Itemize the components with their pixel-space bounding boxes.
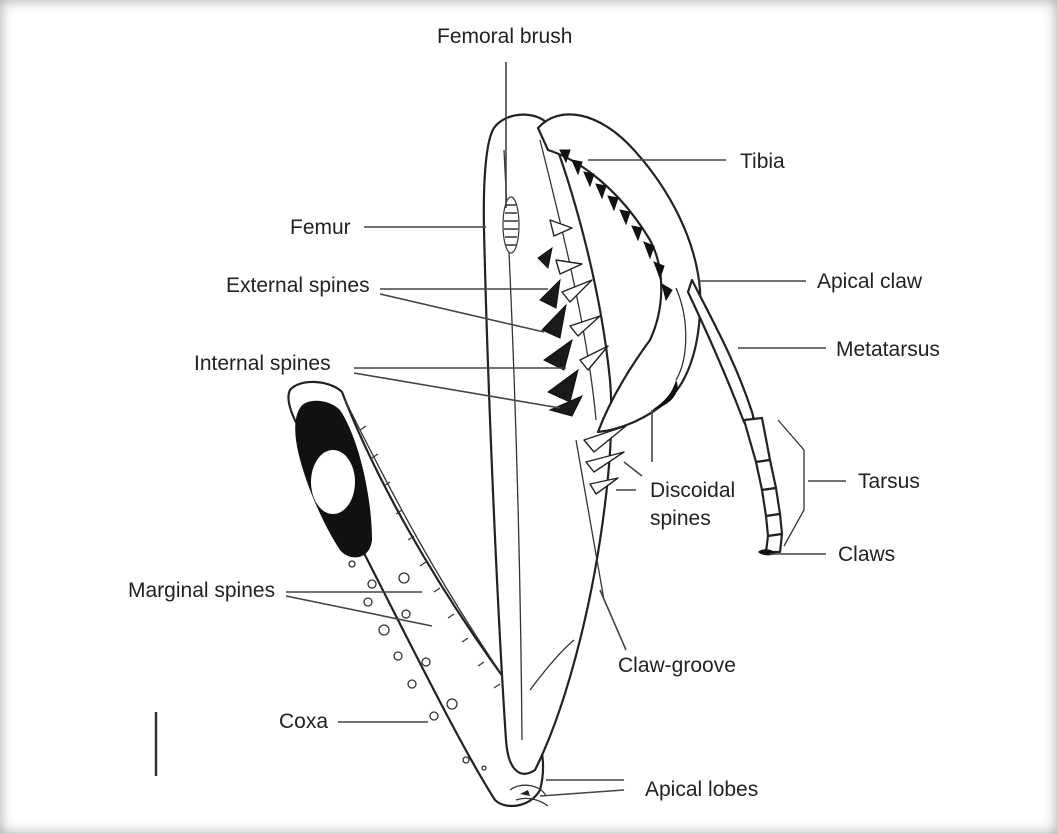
- label-metatarsus: Metatarsus: [836, 338, 940, 361]
- label-femoral-brush: Femoral brush: [437, 25, 572, 48]
- label-coxa: Coxa: [279, 710, 328, 733]
- label-apical-lobes: Apical lobes: [645, 778, 758, 801]
- label-internal-spines: Internal spines: [194, 352, 331, 375]
- label-apical-claw: Apical claw: [817, 270, 923, 293]
- label-tarsus: Tarsus: [858, 470, 920, 493]
- label-discoidal-spines-line1: Discoidal: [650, 479, 735, 502]
- label-claw-groove: Claw-groove: [618, 654, 736, 677]
- femur-drawing: [484, 115, 626, 774]
- label-marginal-spines: Marginal spines: [128, 579, 275, 602]
- label-external-spines: External spines: [226, 274, 370, 297]
- label-claws: Claws: [838, 543, 895, 566]
- label-tibia: Tibia: [740, 150, 785, 173]
- label-discoidal-spines-line2: spines: [650, 507, 711, 530]
- coxa-white-spot: [311, 450, 355, 514]
- label-femur: Femur: [290, 216, 351, 239]
